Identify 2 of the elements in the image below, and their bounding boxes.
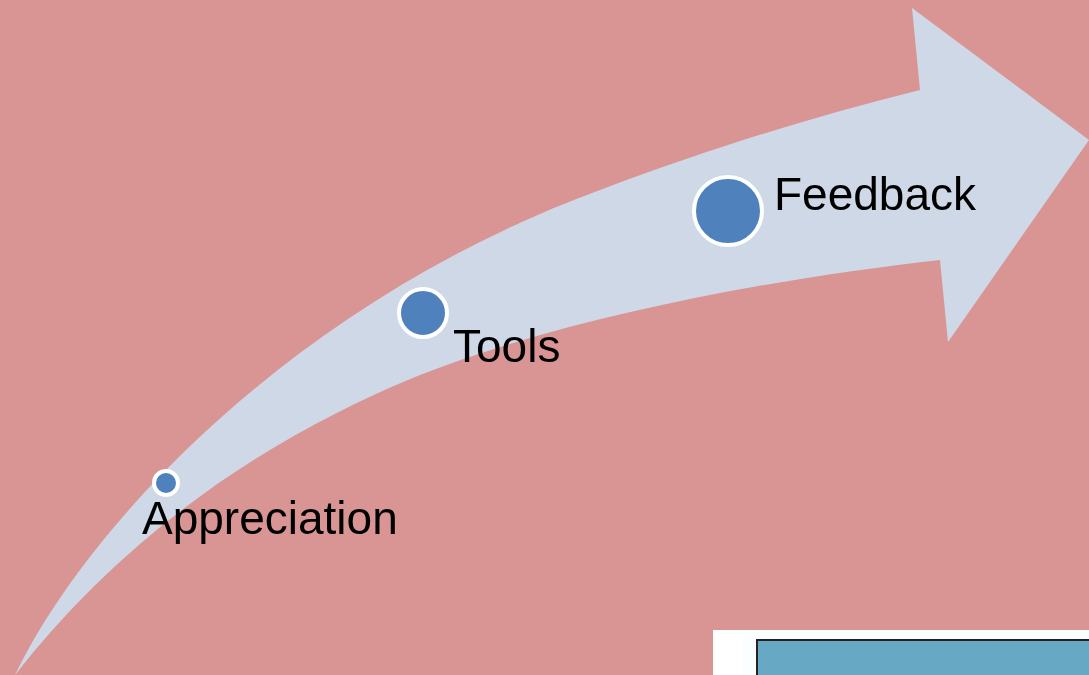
step-label: Tools <box>453 323 561 369</box>
step-label: Feedback <box>774 171 976 217</box>
